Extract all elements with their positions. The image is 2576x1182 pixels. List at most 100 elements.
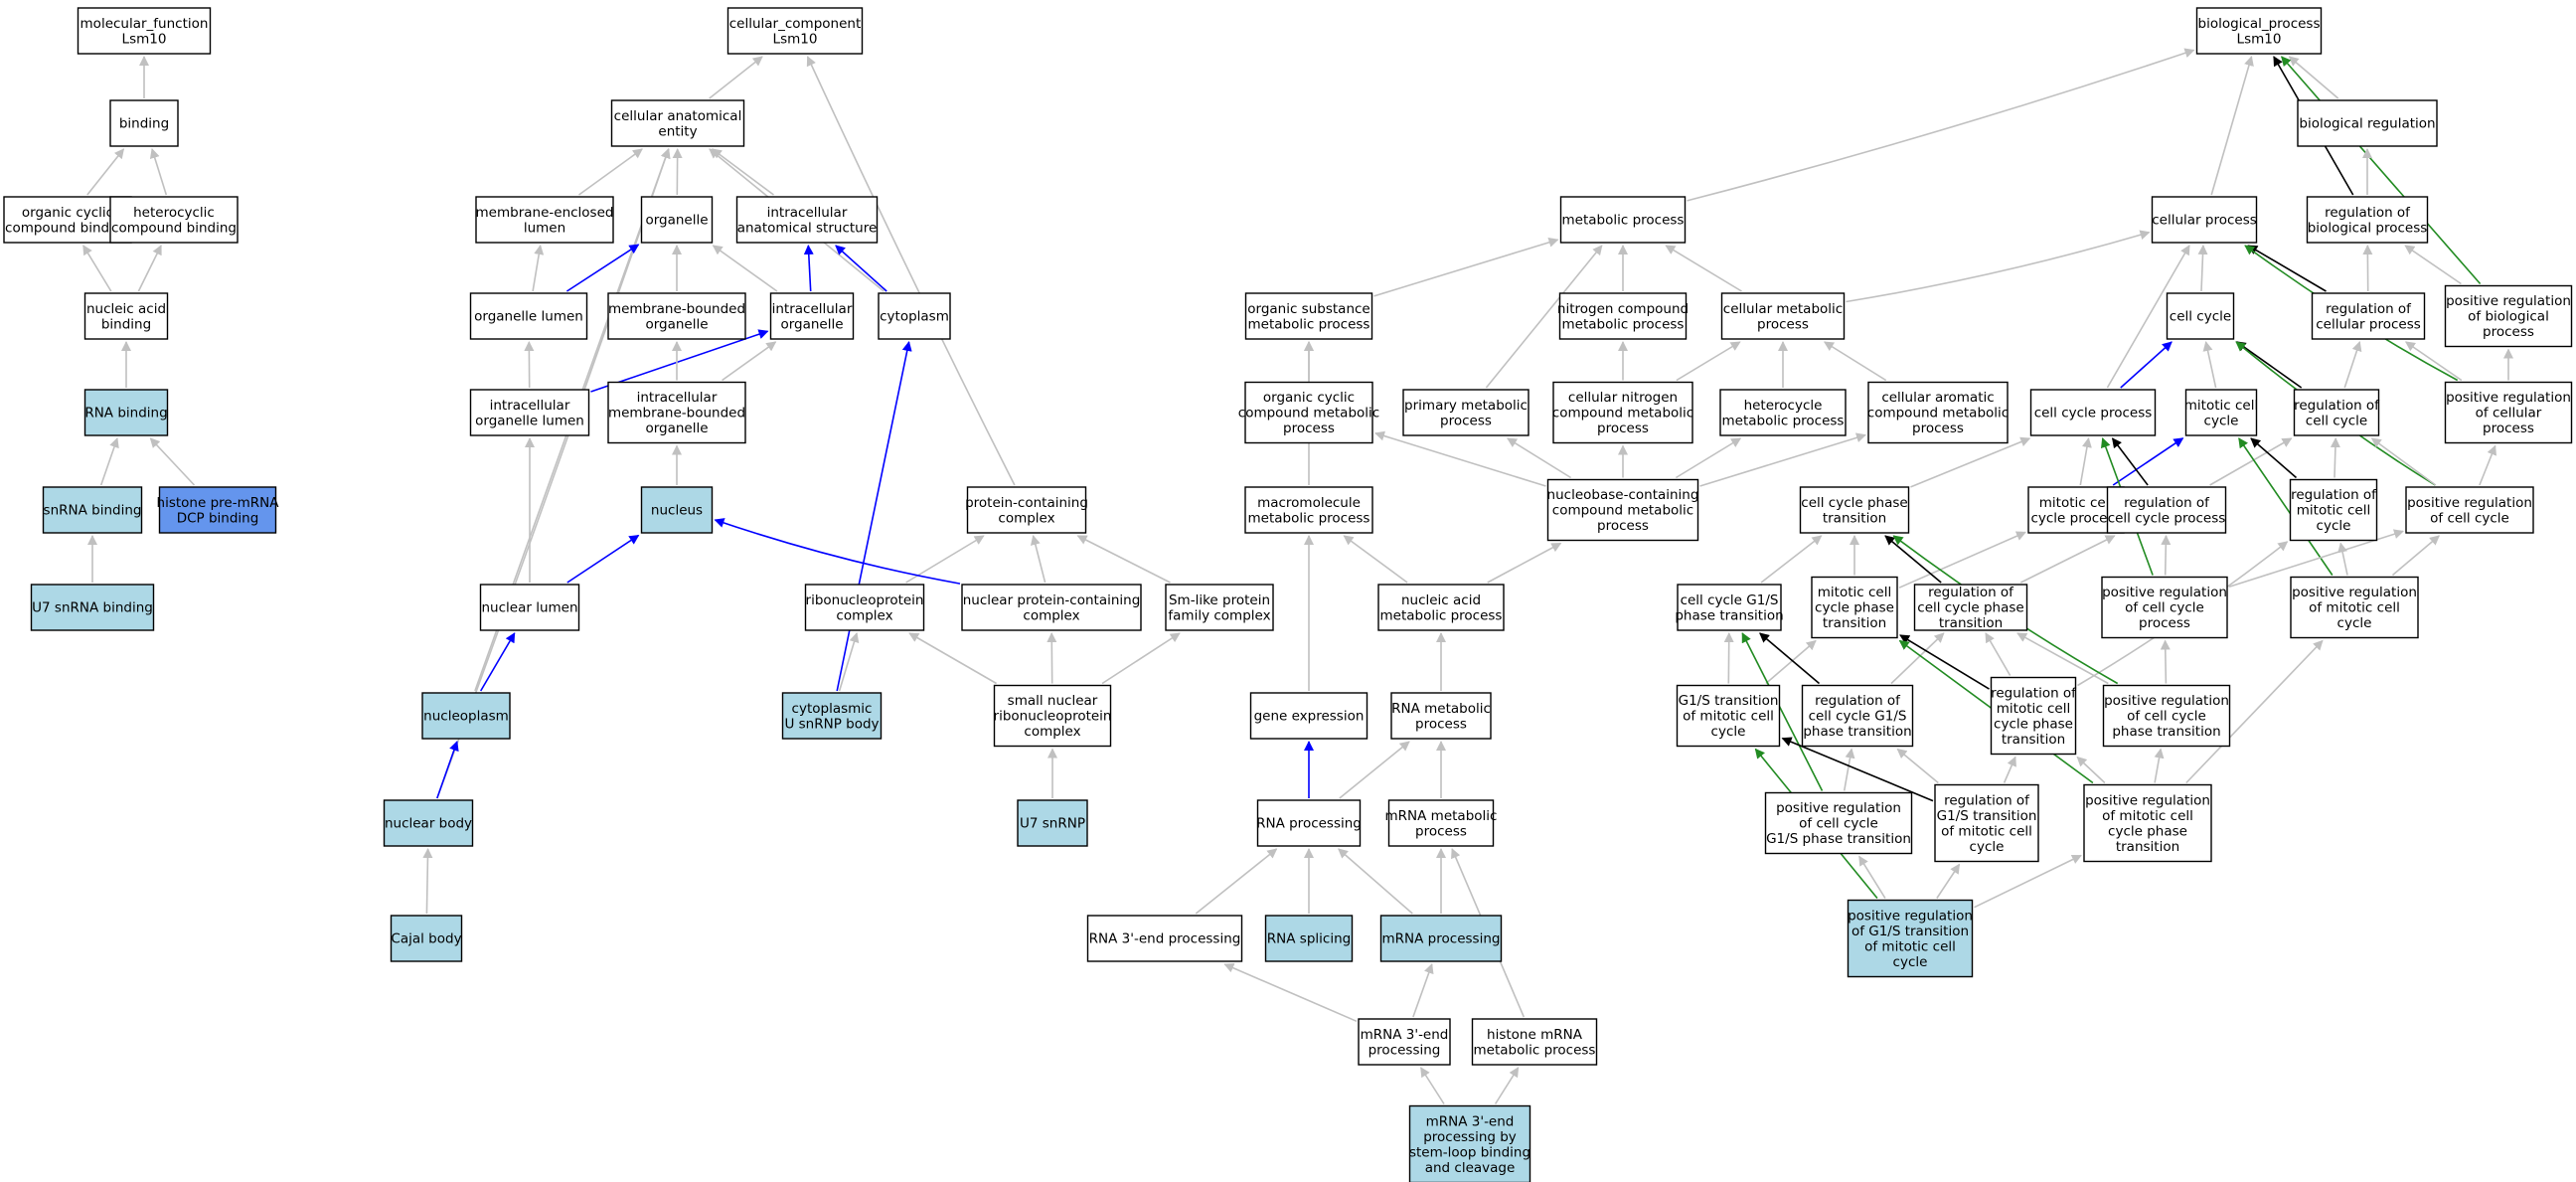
node-box-npl[interactable] bbox=[421, 692, 511, 740]
node-box-ias[interactable] bbox=[735, 196, 879, 244]
node-box-ccp[interactable] bbox=[2029, 389, 2157, 436]
node-box-cuurnp[interactable] bbox=[781, 692, 883, 740]
node-box-mrnaproc[interactable] bbox=[1379, 915, 1503, 962]
node-box-npcc[interactable] bbox=[961, 584, 1142, 631]
node-box-u7b[interactable] bbox=[30, 584, 155, 631]
node-cproc[interactable]: cellular process bbox=[2151, 196, 2258, 244]
node-box-prg1smcc[interactable] bbox=[1847, 899, 1974, 978]
node-box-cncmp[interactable] bbox=[1552, 381, 1693, 444]
node-box-namp[interactable] bbox=[1377, 584, 1505, 631]
node-box-nbody[interactable] bbox=[383, 799, 474, 847]
node-box-binding[interactable] bbox=[109, 99, 179, 147]
node-box-cae[interactable] bbox=[610, 99, 745, 147]
node-box-cc[interactable] bbox=[726, 7, 864, 55]
node-box-prccg1s[interactable] bbox=[1764, 791, 1913, 855]
node-box-mrnamp[interactable] bbox=[1387, 799, 1495, 847]
node-box-imbo[interactable] bbox=[607, 381, 746, 444]
node-box-snrnab[interactable] bbox=[42, 486, 143, 534]
node-box-breg[interactable] bbox=[2297, 99, 2438, 147]
node-rna3end[interactable]: RNA 3'-end processing bbox=[1086, 915, 1243, 962]
node-box-rbp[interactable] bbox=[2306, 196, 2429, 244]
node-ol[interactable]: organelle lumen bbox=[469, 292, 588, 340]
node-box-mcc[interactable] bbox=[2184, 389, 2258, 436]
node-box-hmrnamp[interactable] bbox=[1471, 1018, 1598, 1066]
node-cajal[interactable]: Cajal body bbox=[390, 915, 463, 962]
node-box-mccpt[interactable] bbox=[1811, 576, 1898, 639]
node-box-rccp[interactable] bbox=[2106, 486, 2227, 534]
node-u7b[interactable]: U7 snRNA binding bbox=[30, 584, 155, 631]
node-rnab[interactable]: RNA binding bbox=[83, 389, 169, 436]
node-box-ol[interactable] bbox=[469, 292, 588, 340]
node-box-mbo[interactable] bbox=[607, 292, 746, 340]
node-box-nlumen[interactable] bbox=[479, 584, 580, 631]
node-box-rna3end[interactable] bbox=[1086, 915, 1243, 962]
node-box-ncmp[interactable] bbox=[1558, 292, 1688, 340]
node-box-mrna3end[interactable] bbox=[1358, 1018, 1451, 1066]
node-box-snrnp[interactable] bbox=[993, 684, 1112, 748]
node-box-smlike[interactable] bbox=[1165, 584, 1274, 631]
node-box-mmp[interactable] bbox=[1244, 486, 1373, 534]
node-box-gexp[interactable] bbox=[1249, 692, 1368, 740]
node-box-hcb[interactable] bbox=[109, 196, 239, 244]
node-box-g1smcc[interactable] bbox=[1676, 684, 1781, 748]
node-ccyc[interactable]: cell cycle bbox=[2166, 292, 2235, 340]
node-metab[interactable]: metabolic process bbox=[1559, 196, 1687, 244]
node-nucleus[interactable]: nucleus bbox=[640, 486, 714, 534]
node-box-ccg1s[interactable] bbox=[1677, 584, 1782, 631]
node-box-ccyc[interactable] bbox=[2166, 292, 2235, 340]
node-box-u7snrnp[interactable] bbox=[1017, 799, 1088, 847]
node-box-rccg1s[interactable] bbox=[1801, 684, 1914, 748]
node-box-rnpc[interactable] bbox=[804, 584, 925, 631]
node-box-mrna3sl[interactable] bbox=[1408, 1104, 1531, 1182]
node-gexp[interactable]: gene expression bbox=[1249, 692, 1368, 740]
node-box-cajal[interactable] bbox=[390, 915, 463, 962]
node-box-prcp[interactable] bbox=[2444, 381, 2573, 444]
node-box-rccpt[interactable] bbox=[1913, 584, 2028, 631]
node-breg[interactable]: biological regulation bbox=[2297, 99, 2438, 147]
node-box-organelle[interactable] bbox=[640, 196, 714, 244]
node-box-rnasplice[interactable] bbox=[1264, 915, 1354, 962]
node-mrnaproc[interactable]: mRNA processing bbox=[1379, 915, 1503, 962]
node-box-bp[interactable] bbox=[2195, 7, 2323, 55]
node-rnasplice[interactable]: RNA splicing bbox=[1264, 915, 1354, 962]
node-box-cacmp[interactable] bbox=[1867, 381, 2009, 444]
node-box-pcc[interactable] bbox=[966, 486, 1087, 534]
node-box-prmcc[interactable] bbox=[2290, 576, 2419, 639]
node-snrnab[interactable]: snRNA binding bbox=[42, 486, 143, 534]
node-box-rnaproc[interactable] bbox=[1256, 799, 1362, 847]
node-nbody[interactable]: nuclear body bbox=[383, 799, 474, 847]
node-box-rmccpt[interactable] bbox=[1990, 676, 2077, 756]
node-box-prcc[interactable] bbox=[2405, 486, 2534, 534]
node-box-cyto[interactable] bbox=[878, 292, 951, 340]
node-box-prccpt[interactable] bbox=[2102, 684, 2231, 748]
